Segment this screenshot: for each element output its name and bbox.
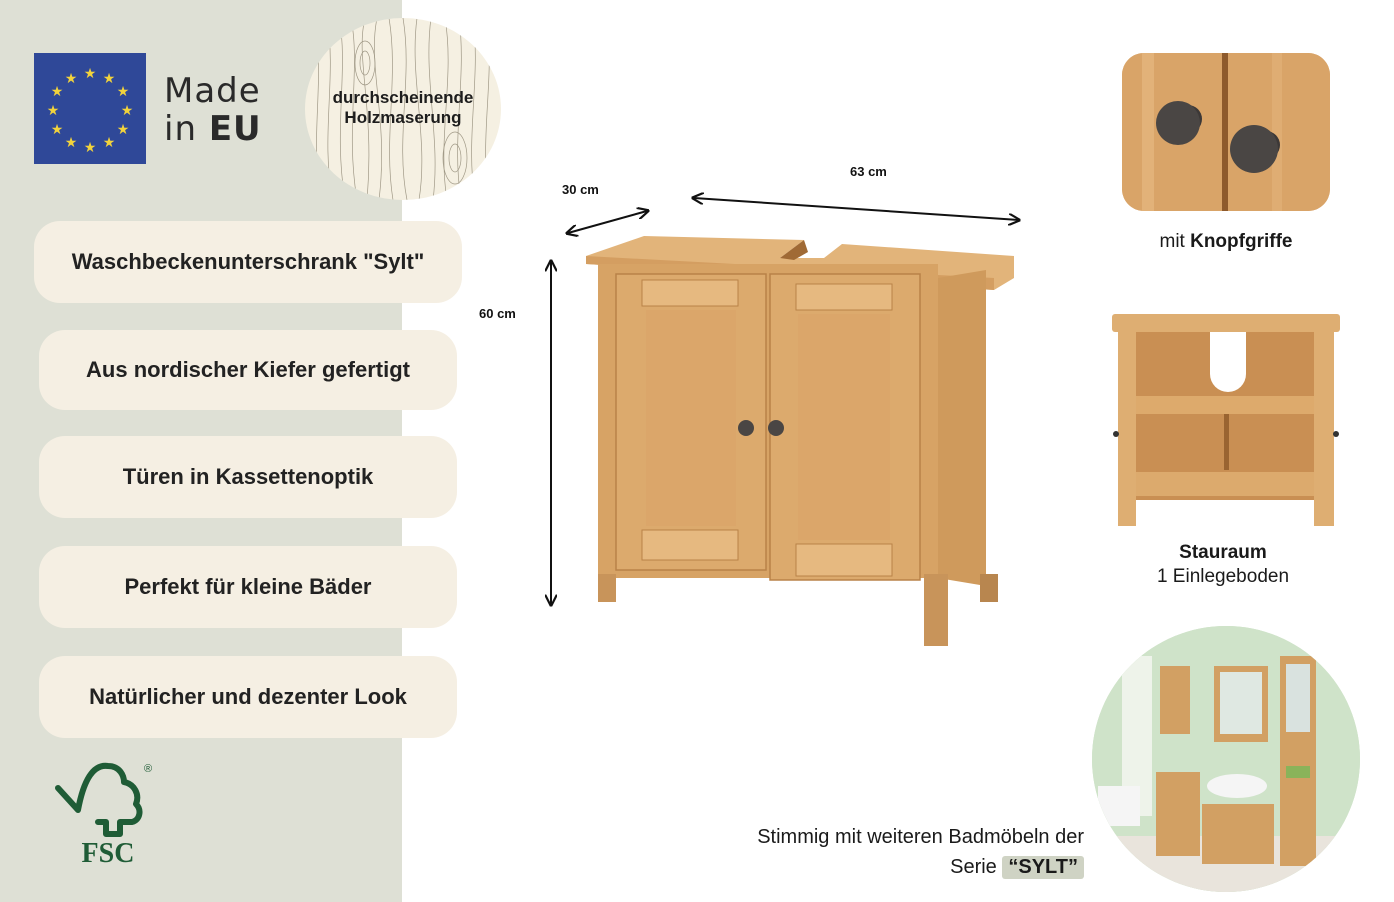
width-dimension-label: 63 cm [850, 164, 887, 179]
svg-text:★: ★ [117, 121, 130, 137]
series-line2: Serie “SYLT” [950, 856, 1084, 879]
feature-item-material: Aus nordischer Kiefer gefertigt [39, 330, 457, 410]
svg-text:★: ★ [51, 121, 64, 137]
svg-text:®: ® [144, 763, 152, 775]
wood-grain-icon [314, 18, 490, 200]
fsc-logo: ® FSC [50, 758, 160, 870]
feature-item-doors: Türen in Kassettenoptik [39, 436, 457, 518]
svg-text:★: ★ [121, 102, 134, 118]
svg-text:★: ★ [84, 65, 97, 81]
series-line1: Stimmig mit weiteren Badmöbeln der [757, 826, 1084, 848]
made-in-eu-label: Made in EU [164, 72, 262, 148]
storage-caption: Stauraum 1 Einlegeboden [1110, 541, 1336, 589]
svg-text:★: ★ [103, 70, 116, 86]
feature-item-small-bathrooms: Perfekt für kleine Bäder [39, 546, 457, 628]
depth-dimension-label: 30 cm [562, 182, 599, 197]
open-cabinet-image [1110, 312, 1342, 528]
svg-text:★: ★ [65, 70, 78, 86]
fsc-tree-check-icon: ® FSC [55, 762, 152, 869]
series-name-highlight: “SYLT” [1002, 856, 1084, 879]
svg-text:★: ★ [103, 134, 116, 150]
eu-text: EU [208, 109, 262, 149]
made-text: Made [164, 71, 261, 111]
eu-flag-icon: ★ ★ ★ ★ ★ ★ ★ ★ ★ ★ ★ ★ [34, 53, 146, 164]
wood-grain-label: durchscheinende Holzmaserung [332, 88, 474, 127]
svg-text:★: ★ [51, 83, 64, 99]
knob-detail-image [1122, 53, 1330, 211]
bathroom-scene-image [1092, 626, 1360, 892]
svg-text:★: ★ [84, 139, 97, 155]
height-dimension-label: 60 cm [479, 306, 516, 321]
svg-text:★: ★ [117, 83, 130, 99]
svg-text:★: ★ [65, 134, 78, 150]
svg-text:★: ★ [47, 102, 60, 118]
feature-item-natural-look: Natürlicher und dezenter Look [39, 656, 457, 738]
in-text: in [164, 109, 209, 149]
knob-caption: mit Knopfgriffe [1159, 231, 1293, 252]
feature-item-name: Waschbeckenunterschrank "Sylt" [34, 221, 462, 303]
cabinet-product-image [584, 234, 1018, 646]
storage-title: Stauraum [1179, 542, 1267, 563]
storage-subtitle: 1 Einlegeboden [1156, 566, 1290, 587]
svg-text:FSC: FSC [82, 838, 135, 869]
wood-grain-badge: durchscheinende Holzmaserung [305, 18, 501, 200]
